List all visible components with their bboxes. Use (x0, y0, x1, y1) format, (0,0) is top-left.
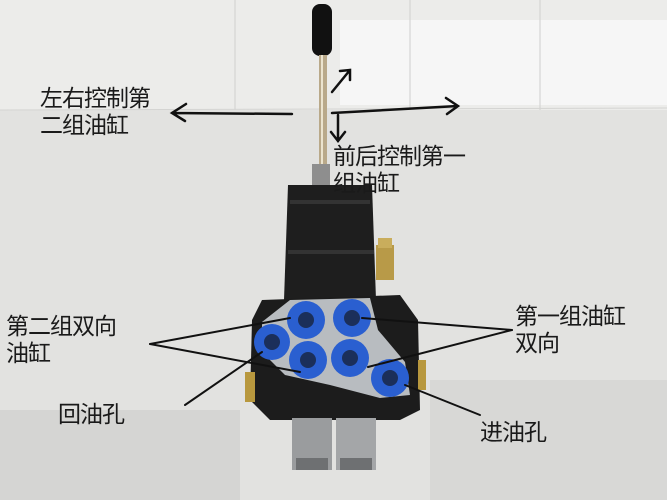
rubber-boot (284, 185, 394, 300)
leader-group1-a (361, 317, 513, 331)
arrow-right (330, 96, 461, 116)
label-line: 左右控制第 (40, 86, 151, 112)
port-cap-left (254, 324, 290, 360)
port-caps (254, 299, 409, 397)
label-line: 油缸 (6, 341, 51, 367)
control-lever (312, 4, 332, 190)
arrow-down (329, 113, 347, 144)
arrow-left (169, 102, 294, 123)
label-left-right-control: 左右控制第 二组油缸 (40, 86, 151, 140)
annotation-lines (149, 68, 513, 416)
port-cap-top-right (333, 299, 371, 337)
label-return-port: 回油孔 (58, 402, 125, 428)
label-line: 前后控制第一 (333, 144, 466, 170)
leader-inlet (404, 384, 481, 416)
label-group2-bidirectional: 第二组双向 油缸 (6, 314, 117, 368)
spools (292, 418, 376, 470)
port-cap-inlet (371, 359, 409, 397)
label-line: 二组油缸 (40, 113, 129, 139)
label-line: 第二组双向 (6, 314, 117, 340)
label-line: 组油缸 (333, 171, 400, 197)
label-group1-bidirectional: 第一组油缸 双向 (515, 304, 626, 358)
label-front-back-control: 前后控制第一 组油缸 (333, 144, 466, 198)
label-inlet-port: 进油孔 (480, 420, 547, 446)
port-cap-bottom-left (289, 341, 327, 379)
label-line: 第一组油缸 (515, 304, 626, 330)
leader-group2-a (149, 317, 291, 345)
leader-group1-b (367, 329, 513, 368)
arrow-up (330, 68, 352, 94)
label-line: 双向 (515, 331, 560, 357)
leader-return (184, 351, 263, 406)
port-cap-top-left (287, 301, 325, 339)
port-cap-bottom-right (331, 339, 369, 377)
leader-group2-b (149, 343, 301, 373)
